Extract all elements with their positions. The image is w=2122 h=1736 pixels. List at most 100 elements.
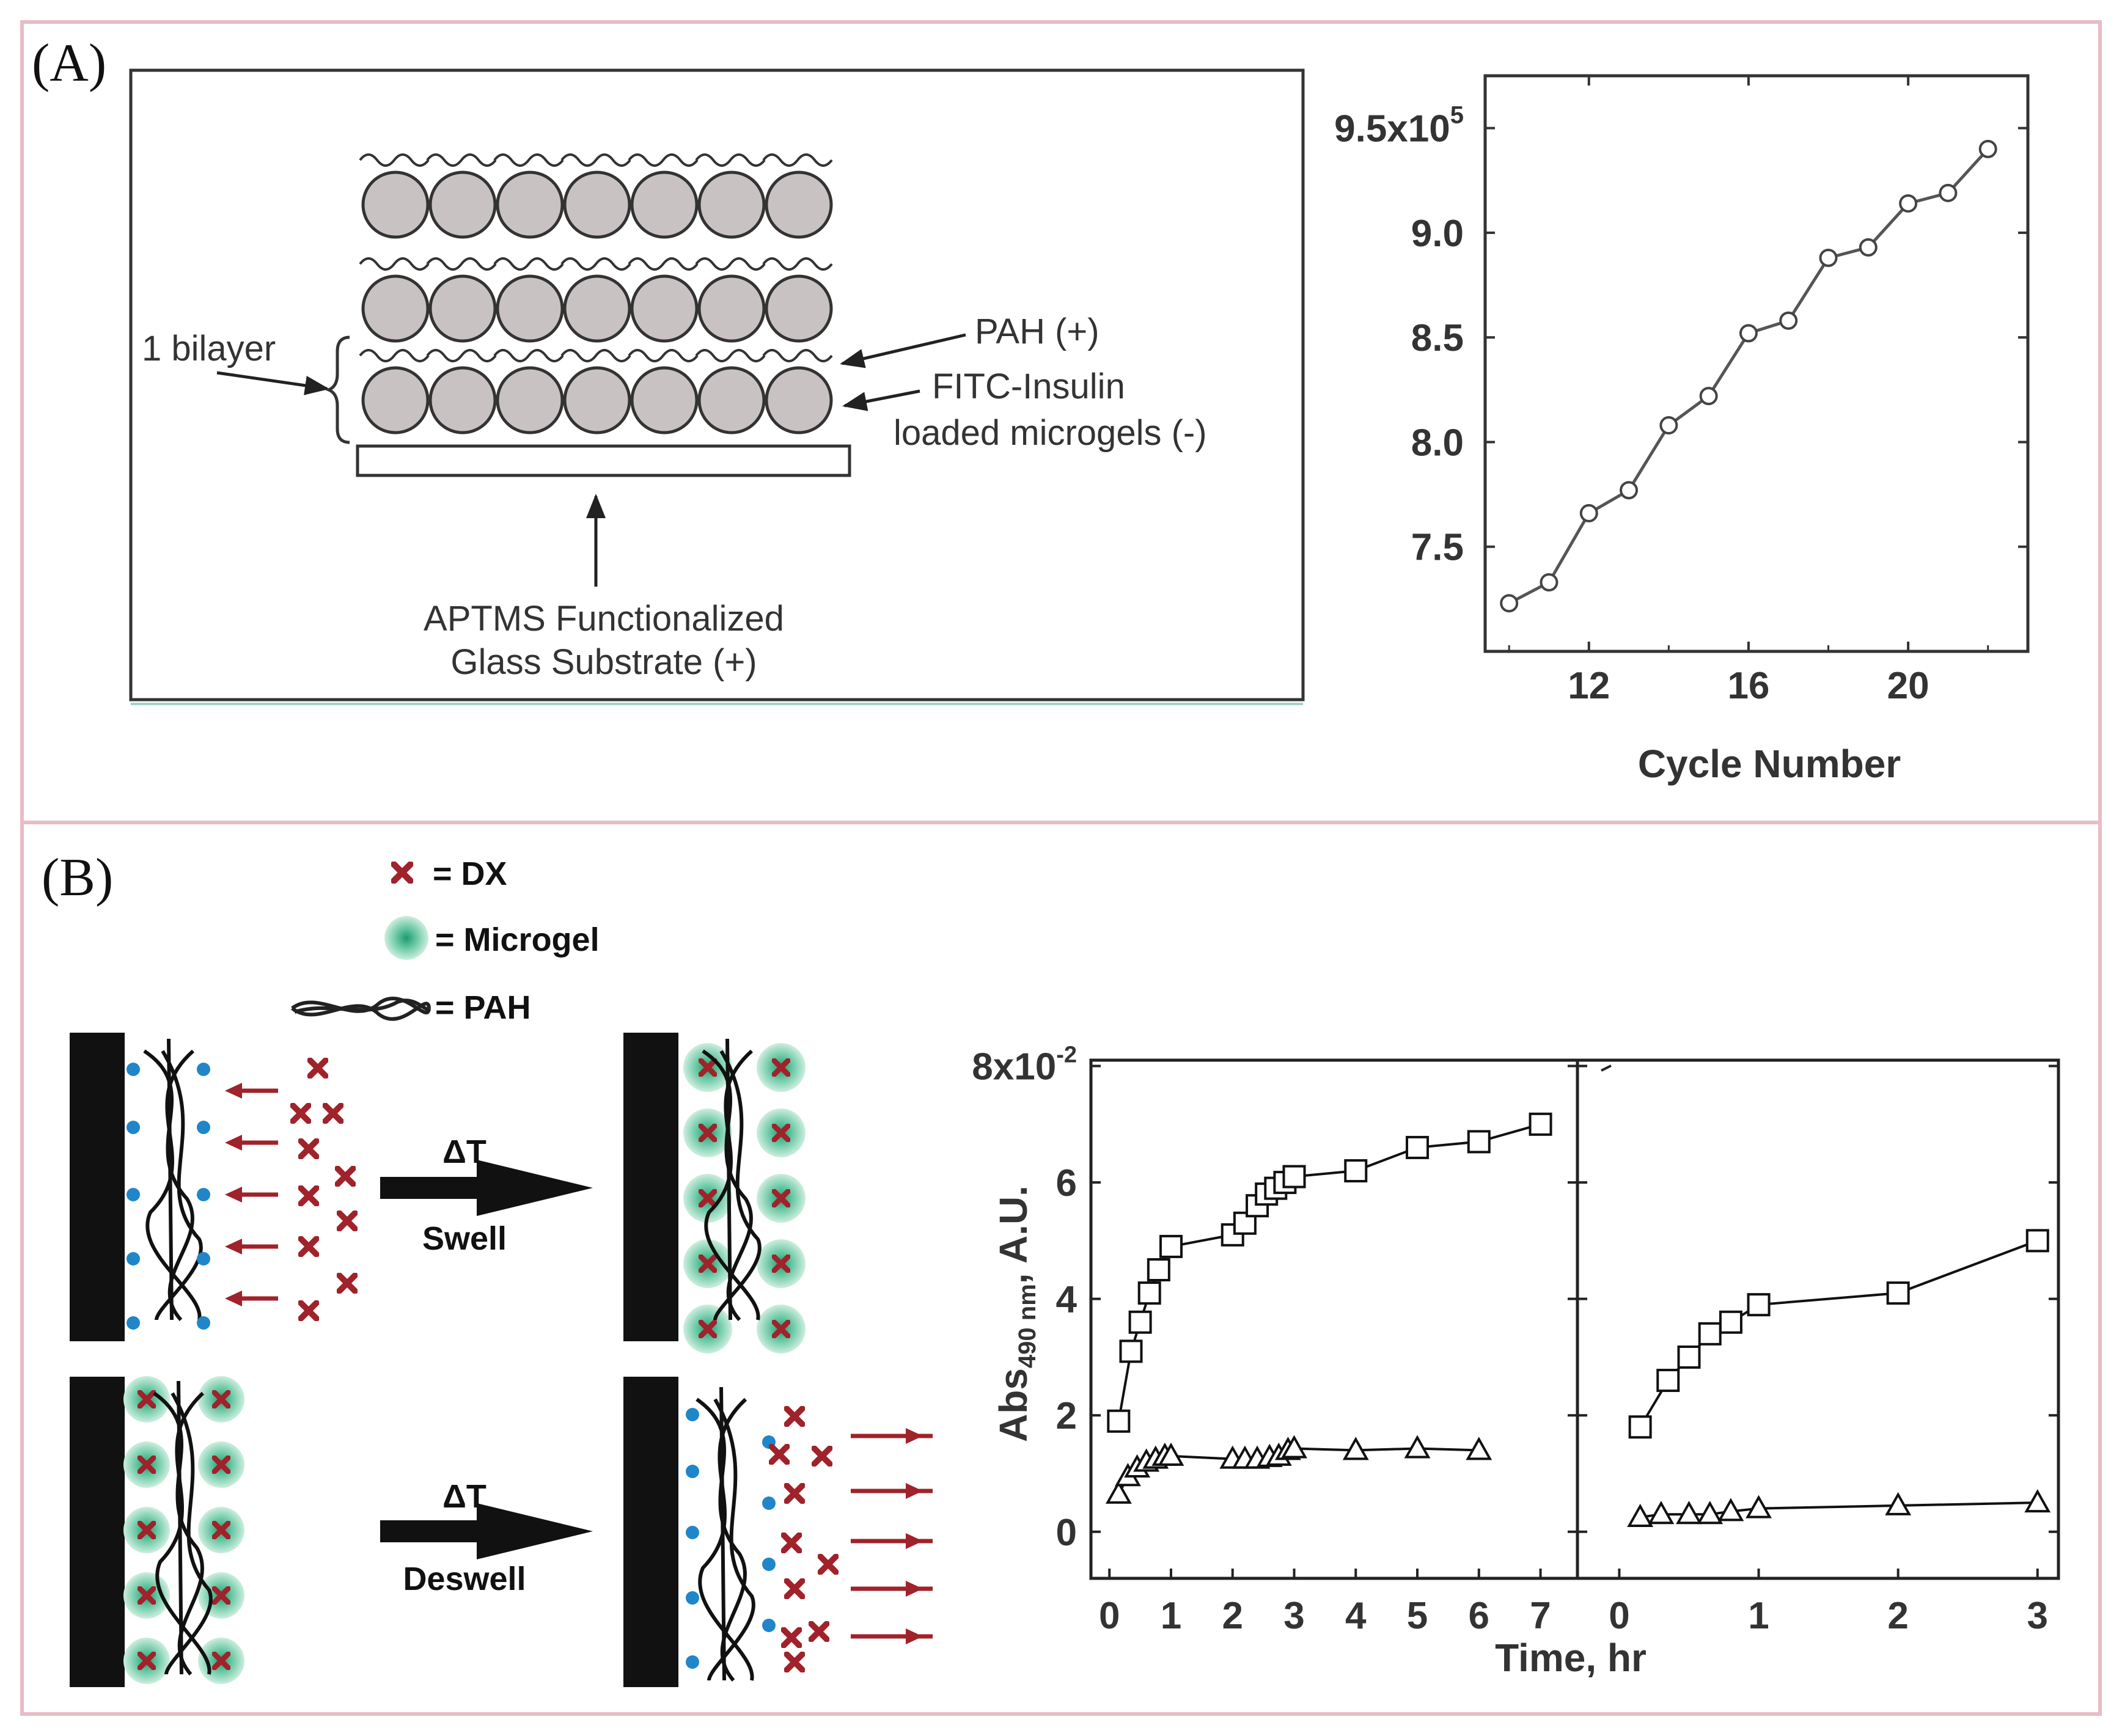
chart-b-x-title: Time, hr	[1495, 1636, 1647, 1680]
pah-strand	[628, 153, 699, 167]
microgel-particle	[428, 274, 497, 343]
tl-arrow-head	[225, 1239, 242, 1254]
swell-label: Swell	[422, 1220, 507, 1257]
br-binding-site	[686, 1591, 699, 1605]
left-series-1-triangle-point	[1466, 1437, 1492, 1460]
microgel-particle	[361, 366, 430, 434]
tl-dx	[301, 1188, 317, 1204]
microgel-particle	[563, 274, 631, 343]
y-tick-exponent: -2	[1056, 1042, 1077, 1068]
data-point	[1819, 249, 1838, 268]
tl-dx	[293, 1105, 309, 1121]
right-series-0-square-point	[1747, 1293, 1771, 1317]
left-series-0-square-point	[1467, 1130, 1491, 1154]
chart-b-frame	[1089, 1058, 2060, 1580]
y-tick-exponent: 5	[1450, 102, 1464, 129]
microgel-particle	[563, 366, 631, 434]
pah-strand	[359, 257, 430, 271]
br-arrow-head	[906, 1628, 923, 1644]
left-series-1-triangle-point	[1281, 1435, 1307, 1459]
tl-dx	[339, 1213, 355, 1229]
swell-arrow	[380, 1160, 593, 1216]
y-tick-label: 9.5x105	[1334, 102, 1464, 150]
br-dx	[820, 1556, 836, 1572]
x-tick-label: 7	[1530, 1595, 1551, 1637]
tl-arrow-head	[225, 1291, 242, 1306]
legend-microgel-text: = Microgel	[435, 921, 600, 958]
br-dx	[811, 1624, 827, 1639]
left-series-0-square-point	[1344, 1159, 1368, 1183]
br-arrow-head	[906, 1533, 923, 1549]
substrate-label-line2: Glass Substrate (+)	[450, 642, 757, 682]
microgel-particle	[563, 170, 631, 239]
left-series-0-square-point	[1128, 1310, 1152, 1334]
microgel-particle	[361, 274, 430, 343]
pah-strand	[493, 257, 564, 271]
substrate-label-line1: APTMS Functionalized	[424, 599, 784, 639]
left-series-0-square-point	[1107, 1409, 1131, 1433]
schematic-content	[123, 1038, 933, 1684]
legend-dx-icon	[394, 865, 411, 881]
left-series-1-triangle-point	[1342, 1437, 1369, 1460]
br-binding-site	[762, 1619, 776, 1632]
wall-bottom-left	[70, 1377, 125, 1687]
tl-pah-chain	[167, 1038, 174, 1320]
microgel-label-line2: loaded microgels (-)	[894, 413, 1207, 453]
tl-dx	[337, 1168, 353, 1184]
tl-dx	[301, 1239, 317, 1254]
chart-a-frame	[1483, 74, 2030, 653]
left-series-1-triangle-point	[1105, 1480, 1132, 1504]
bilayer-label: 1 bilayer	[142, 329, 276, 368]
pah-strand	[762, 153, 833, 167]
y-tick-label: 2	[1056, 1395, 1077, 1437]
br-arrow-head	[906, 1483, 923, 1499]
legend-microgel-icon	[384, 916, 428, 960]
pah-strand	[695, 349, 766, 362]
left-series-0-square-point	[1119, 1339, 1143, 1363]
microgel-particle	[630, 274, 699, 343]
data-point	[1978, 139, 1997, 158]
right-series-1-line	[1640, 1501, 2038, 1518]
chart-b-y-title-suffix: , A.U.	[991, 1185, 1035, 1284]
pah-strand	[628, 349, 699, 362]
panel-b-label: (B)	[42, 848, 113, 907]
br-binding-site	[686, 1408, 699, 1421]
data-point	[1579, 504, 1598, 522]
right-series-0-square-point	[1886, 1281, 1910, 1305]
tr-pah-chain	[725, 1038, 732, 1320]
x-tick-label: 0	[1099, 1595, 1120, 1637]
microgel-label-line1: FITC-Insulin	[932, 367, 1125, 406]
tl-binding-site	[197, 1188, 210, 1201]
x-tick-label: 1	[1161, 1595, 1181, 1637]
pah-arrow	[840, 333, 966, 368]
br-binding-site	[762, 1496, 776, 1510]
right-series-0-square-point	[1677, 1345, 1701, 1369]
tl-binding-site	[197, 1316, 210, 1330]
microgel-particle	[496, 170, 564, 239]
br-arrow-head	[906, 1581, 923, 1597]
microgel-particle	[630, 170, 699, 239]
pah-strand	[426, 349, 497, 362]
wall-top-right	[623, 1033, 678, 1341]
y-tick-label: 9.0	[1411, 213, 1464, 255]
diagram-frame	[129, 68, 1305, 701]
microgel-particle	[697, 274, 766, 343]
y-tick-label: 4	[1056, 1279, 1078, 1321]
x-tick-label: 12	[1568, 665, 1610, 707]
series-line	[1508, 148, 1989, 605]
microgel-particle	[428, 170, 497, 239]
microgel-particle	[361, 170, 430, 239]
tl-binding-site	[127, 1316, 140, 1330]
deswell-delta-t: ΔT	[442, 1478, 486, 1515]
panel-b-legend: = DX = Microgel = PAH	[291, 855, 600, 1026]
tl-arrow-head	[225, 1135, 242, 1151]
pah-strand	[359, 153, 430, 167]
bilayer-brace	[325, 335, 350, 444]
pah-strand	[560, 153, 631, 167]
right-series-1-triangle-point	[1697, 1501, 1724, 1525]
pah-strand	[762, 257, 833, 271]
